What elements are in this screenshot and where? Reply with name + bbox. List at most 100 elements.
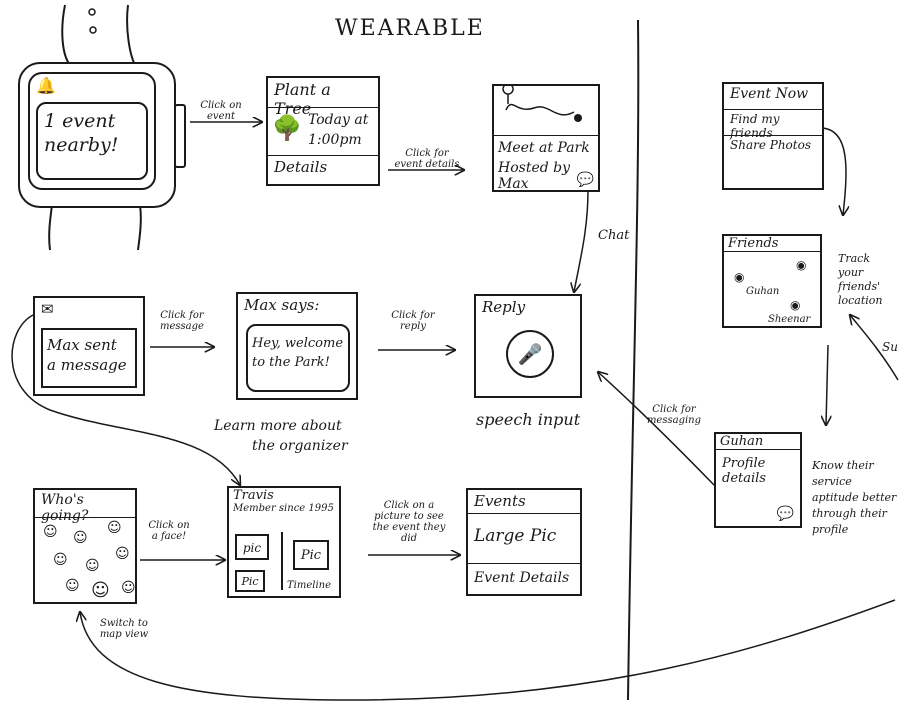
arrow-menu-to-friends [821, 127, 846, 215]
menu-event-now[interactable]: Event Now [724, 84, 822, 110]
note-learn-2: the organizer [252, 438, 348, 454]
menu-screen: Event Now Find my friends Share Photos [722, 82, 824, 190]
message-line-2: a message [47, 356, 127, 374]
arrow-map-to-reply [574, 189, 589, 292]
events-screen[interactable]: Events Large Pic Event Details [466, 488, 582, 596]
plant-screen[interactable]: Plant a Tree 🌳 Today at 1:00pm Details [266, 76, 380, 186]
watch-strap-top [61, 4, 136, 66]
microphone-button[interactable]: 🎤 [506, 330, 554, 378]
watch-notification[interactable]: 1 event nearby! [36, 102, 148, 180]
watch-line-1: 1 event [44, 110, 116, 132]
events-header: Events [468, 490, 580, 514]
plant-info: 🌳 Today at 1:00pm [268, 108, 378, 156]
face-icon[interactable]: ☺ [121, 580, 136, 596]
watch-line-2: nearby! [44, 134, 119, 156]
maxsays-bubble: Hey, welcome to the Park! [246, 324, 350, 392]
location-pin-icon[interactable]: ◉ [790, 298, 801, 312]
friend-name-sheenar: Sheenar [768, 314, 811, 325]
note-click-reply: Click for reply [391, 310, 435, 332]
location-pin-icon[interactable]: ◉ [734, 270, 745, 284]
note-click-details: Click for event details [394, 148, 460, 170]
note-learn-1: Learn more about [214, 418, 342, 434]
arrow-message-to-travis [11, 314, 240, 485]
faces-area[interactable]: ☺ ☺ ☺ ☺ ☺ ☺ ☺ ☺ ☺ [35, 518, 136, 602]
envelope-icon: ✉ [41, 300, 54, 318]
note-chat: Chat [598, 228, 630, 243]
arrow-return-to-whosgoing [80, 599, 896, 701]
timeline-line [281, 532, 283, 590]
friends-header: Friends [724, 236, 820, 252]
face-icon[interactable]: ☺ [91, 580, 110, 601]
note-click-face: Click on a face! [148, 520, 190, 542]
friends-screen[interactable]: Friends ◉ ◉ ◉ Guhan Sheenar [722, 234, 822, 328]
menu-find-friends[interactable]: Find my friends [724, 110, 822, 140]
note-click-message: Click for message [160, 310, 204, 332]
guhan-header: Guhan [716, 434, 800, 450]
map-route-icon [502, 86, 582, 122]
reply-screen[interactable]: Reply 🎤 [474, 294, 582, 398]
map-screen[interactable]: Meet at Park Hosted by Max 💬 [492, 84, 600, 192]
bell-icon: 🔔 [36, 76, 56, 95]
face-icon[interactable]: ☺ [115, 546, 130, 562]
whosgoing-header: Who's going? [35, 490, 135, 524]
maxsays-line-1: Hey, welcome [252, 336, 344, 351]
travis-timeline: Timeline [287, 580, 332, 591]
tree-icon: 🌳 [272, 114, 302, 142]
face-icon[interactable]: ☺ [53, 552, 68, 568]
note-click-picture: Click on a picture to see the event they… [372, 500, 446, 544]
arrow-guhan-to-reply [598, 372, 715, 486]
map-line-1: Meet at Park [498, 140, 590, 156]
note-switch: Switch to map view [99, 618, 149, 640]
arrow-friends-to-guhan [826, 344, 828, 425]
whosgoing-screen[interactable]: Who's going? ☺ ☺ ☺ ☺ ☺ ☺ ☺ ☺ ☺ [33, 488, 137, 604]
face-icon[interactable]: ☺ [43, 524, 58, 540]
menu-share-photos[interactable]: Share Photos [730, 138, 811, 152]
note-click-event: Click on event [200, 100, 242, 122]
location-pin-icon[interactable]: ◉ [796, 258, 807, 272]
watch-body: 🔔 1 event nearby! [18, 62, 186, 208]
face-icon[interactable]: ☺ [107, 520, 122, 536]
maxsays-header: Max says: [244, 296, 320, 314]
watch-strap-bottom [48, 204, 142, 251]
chat-icon[interactable]: 💬 [576, 172, 594, 188]
plant-details-button[interactable]: Details [274, 158, 328, 176]
events-large-pic[interactable]: Large Pic [468, 514, 580, 564]
note-su: Su [882, 340, 898, 354]
note-speech: speech input [476, 410, 581, 429]
guhan-line-1: Profile [722, 456, 766, 471]
maxsays-screen[interactable]: Max says: Hey, welcome to the Park! [236, 292, 358, 400]
message-screen[interactable]: ✉ Max sent a message [33, 296, 145, 396]
watch-side-button[interactable] [174, 104, 186, 168]
section-divider [627, 19, 640, 701]
travis-pic-3[interactable]: Pic [235, 570, 265, 592]
events-details-button[interactable]: Event Details [474, 570, 570, 586]
page-title: WEARABLE [335, 16, 485, 41]
message-line-1: Max sent [47, 336, 117, 354]
message-box[interactable]: Max sent a message [41, 328, 137, 388]
face-icon[interactable]: ☺ [85, 558, 100, 574]
arrow-return-to-friends [850, 315, 899, 381]
plant-title: Plant a Tree [268, 78, 378, 118]
travis-pic-1[interactable]: pic [235, 534, 269, 560]
plant-when-1: Today at [308, 112, 369, 128]
face-icon[interactable]: ☺ [65, 578, 80, 594]
plant-when-2: 1:00pm [308, 132, 362, 148]
chat-icon[interactable]: 💬 [776, 506, 794, 522]
maxsays-line-2: to the Park! [252, 355, 330, 370]
face-icon[interactable]: ☺ [73, 530, 88, 546]
reply-header: Reply [482, 298, 526, 316]
map-area [494, 86, 598, 136]
note-click-messaging: Click for messaging [646, 404, 702, 426]
travis-member: Member since 1995 [233, 503, 334, 514]
watch-face[interactable]: 🔔 1 event nearby! [28, 72, 156, 190]
note-track: Track your friends' location [838, 252, 883, 307]
travis-screen[interactable]: Travis Member since 1995 pic Pic Pic Tim… [227, 486, 341, 598]
note-know: Know their service aptitude better throu… [812, 459, 897, 536]
guhan-line-2: details [722, 471, 766, 486]
travis-name: Travis [233, 488, 274, 503]
travis-pic-2[interactable]: Pic [293, 540, 329, 570]
guhan-screen[interactable]: Guhan Profile details 💬 [714, 432, 802, 528]
map-line-2: Hosted by Max [498, 160, 571, 192]
friend-name-guhan: Guhan [746, 286, 780, 297]
